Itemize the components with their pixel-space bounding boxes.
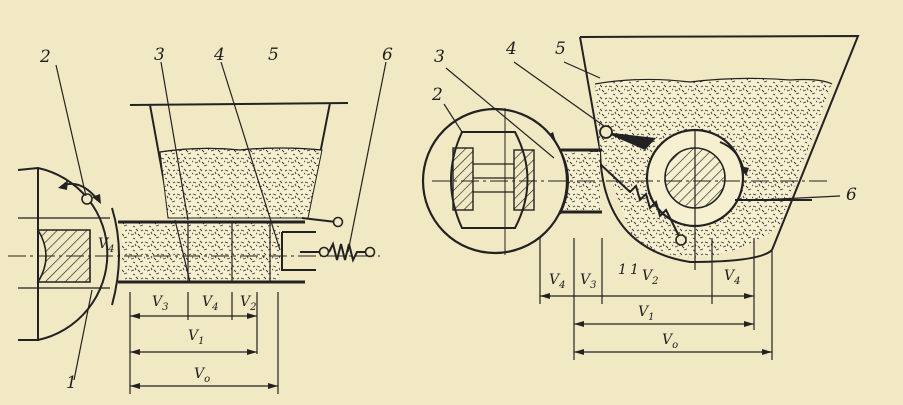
- right-part-5: 5: [555, 39, 566, 59]
- left-dim-v3: V3: [152, 294, 169, 313]
- left-pivot-top: [332, 216, 344, 228]
- left-channel-material: [122, 222, 280, 280]
- right-dimensions: [539, 238, 773, 360]
- left-dim-v2: V2: [240, 294, 257, 313]
- right-bowl: [599, 149, 773, 264]
- left-figure: 2 3 4 5 6 1 V4 V3 V4 V2 V1 Vo: [8, 45, 393, 394]
- left-spring: [328, 241, 366, 263]
- right-spring: [597, 161, 681, 239]
- left-part-1: 1: [66, 373, 77, 393]
- left-part-4: 4: [213, 45, 225, 65]
- left-dim-v4-inner: V4: [98, 236, 115, 255]
- left-part-5: 5: [268, 45, 279, 65]
- left-hatched-plunger: [36, 229, 91, 283]
- left-part-2: 2: [39, 47, 51, 67]
- right-dim-v1: V1: [638, 304, 655, 323]
- left-dim-v1: V1: [188, 328, 205, 347]
- right-part-6: 6: [846, 185, 857, 205]
- left-dim-v4: V4: [202, 294, 219, 313]
- right-part-1b: 1: [630, 262, 639, 278]
- right-hopper: [579, 34, 860, 251]
- left-hopper-material: [159, 147, 323, 219]
- left-part-6: 6: [382, 45, 393, 65]
- left-dim-v0: Vo: [194, 366, 210, 385]
- right-dim-v3: V3: [580, 272, 597, 291]
- right-part-4: 4: [505, 39, 517, 59]
- right-spring-end: [675, 234, 687, 246]
- right-pivot-4: [599, 125, 613, 139]
- right-wheel-hatched-b: [513, 149, 535, 211]
- left-roll: [17, 166, 109, 341]
- right-part-3: 3: [434, 47, 445, 67]
- left-roll-edge: [111, 207, 120, 306]
- left-dimensions: [129, 292, 279, 394]
- right-wheel-hatched-a: [452, 147, 474, 211]
- left-die-bracket: [281, 231, 316, 271]
- left-spring-end-b: [364, 246, 376, 258]
- right-part-2: 2: [431, 85, 443, 105]
- right-dim-v4a: V4: [549, 272, 566, 291]
- left-part-3: 3: [154, 45, 165, 65]
- right-blade: [604, 132, 656, 150]
- right-dim-v2: V2: [642, 268, 659, 287]
- right-dim-v4b: V4: [724, 268, 741, 287]
- right-part-1a: 1: [618, 262, 627, 278]
- right-figure: 3 4 5 2 6 1 1 V4 V3 V2 V4 V1 Vo: [421, 34, 860, 360]
- right-dim-v0: Vo: [662, 332, 678, 351]
- left-spring-end-a: [318, 246, 330, 258]
